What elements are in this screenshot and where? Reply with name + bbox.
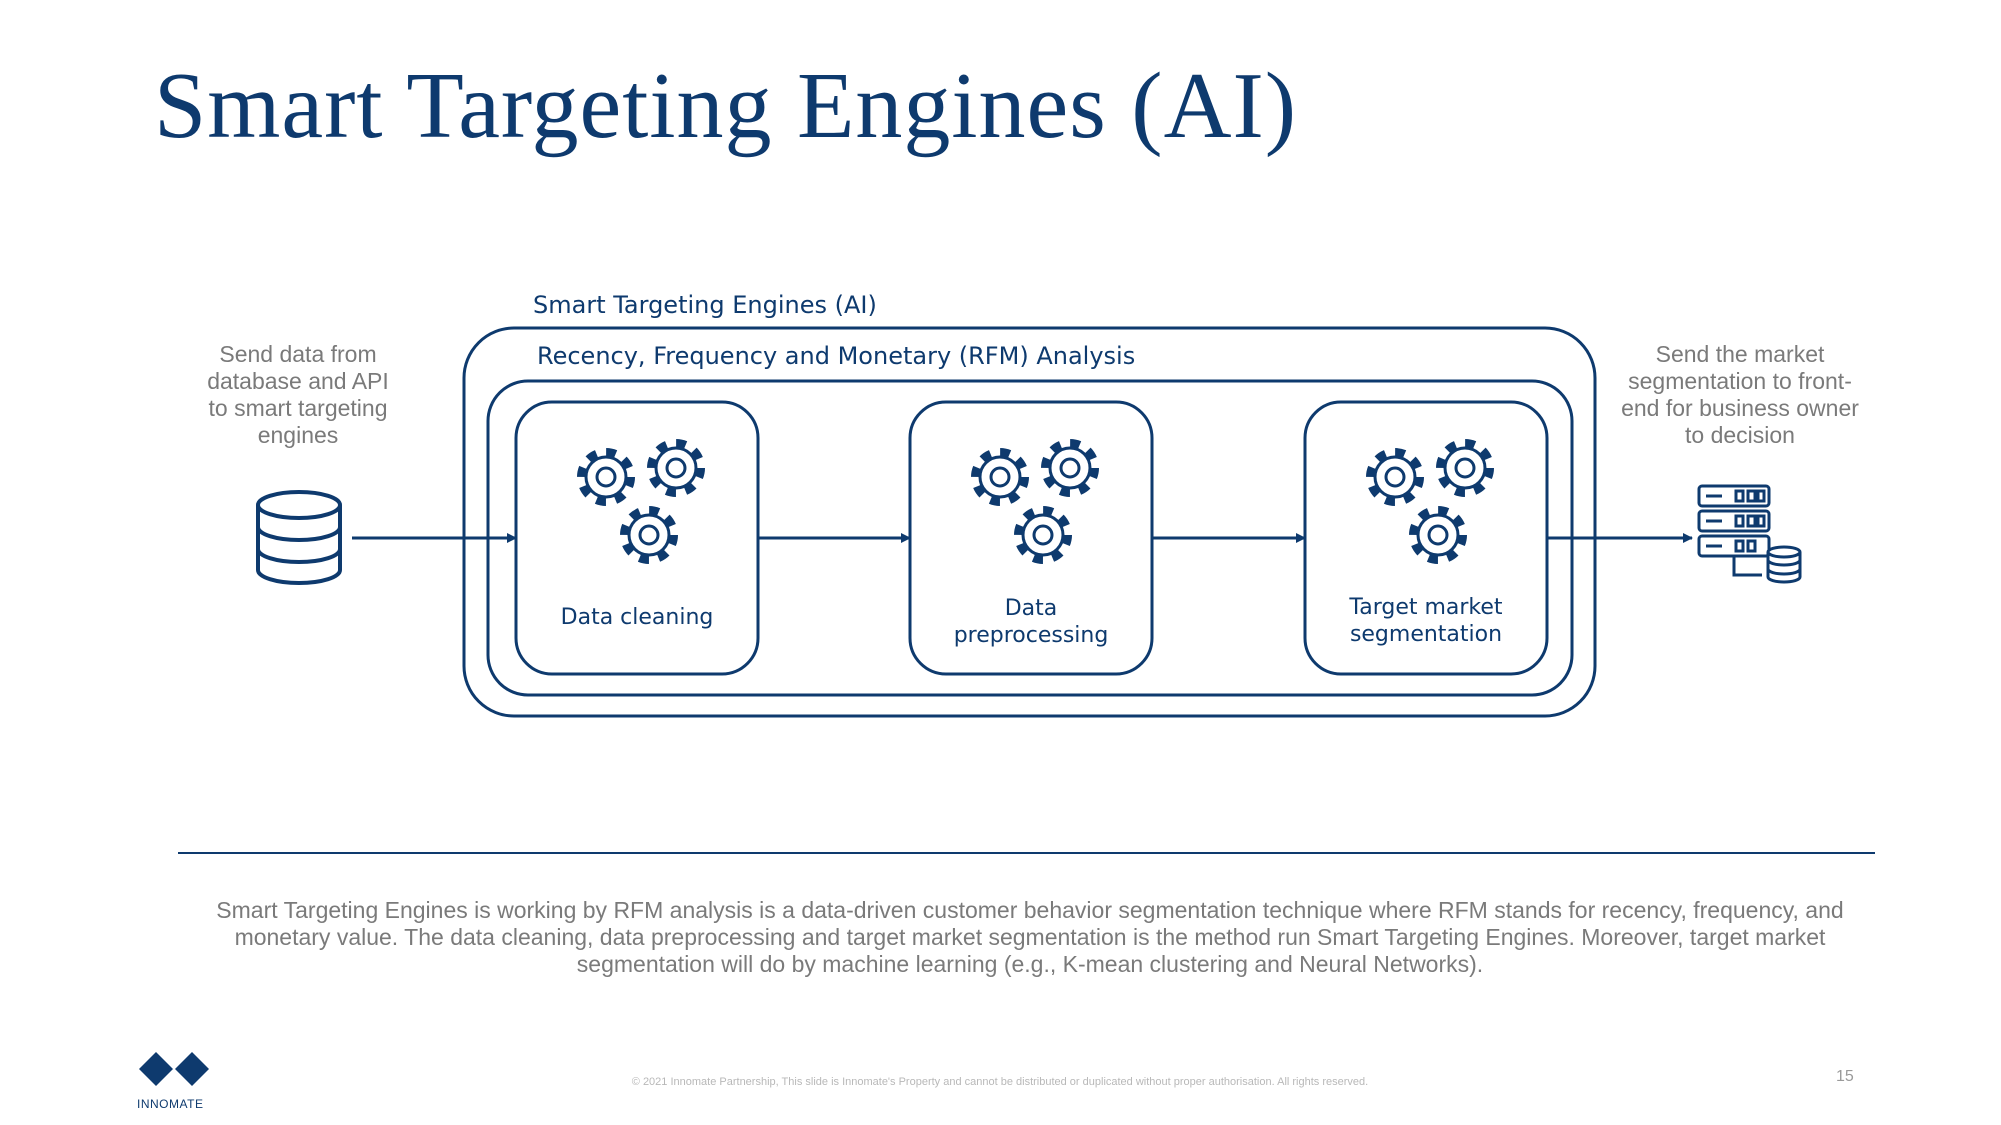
step-label-target-segmentation: Target market segmentation [1305, 594, 1547, 648]
copyright-notice: © 2021 Innomate Partnership, This slide … [631, 1076, 1369, 1088]
source-note-line: to smart targeting [208, 395, 388, 421]
slide-title: Smart Targeting Engines (AI) [154, 54, 1298, 158]
destination-note-line: to decision [1685, 422, 1795, 448]
source-note-line: database and API [207, 368, 389, 394]
outer-container-label: Smart Targeting Engines (AI) [533, 291, 877, 319]
inner-container-label: Recency, Frequency and Monetary (RFM) An… [537, 342, 1136, 370]
step-label-line: Data cleaning [560, 605, 714, 630]
source-note: Send data from database and API to smart… [188, 341, 408, 449]
outer-container [462, 326, 1597, 718]
section-divider [178, 852, 1875, 854]
step-label-data-preprocessing: Data preprocessing [910, 595, 1152, 649]
destination-note-line: Send the market [1655, 341, 1825, 367]
destination-note-line: end for business owner [1621, 395, 1859, 421]
step-label-line: segmentation [1349, 622, 1503, 647]
destination-note-line: segmentation to front- [1628, 368, 1852, 394]
logo-wordmark: INNOMATE [137, 1097, 204, 1111]
database-icon [256, 490, 342, 585]
server-database-icon [1697, 484, 1802, 584]
step-label-data-cleaning: Data cleaning [516, 604, 758, 631]
step-label-line: Target market [1349, 595, 1503, 620]
page-number: 15 [1836, 1068, 1854, 1085]
destination-note: Send the market segmentation to front- e… [1605, 341, 1875, 449]
description-text: Smart Targeting Engines is working by RF… [216, 897, 1844, 977]
step-label-line: preprocessing [953, 623, 1109, 648]
source-note-line: Send data from [219, 341, 377, 367]
step-label-line: Data [1004, 596, 1058, 621]
source-note-line: engines [257, 422, 339, 448]
innomate-logo [139, 1052, 209, 1086]
